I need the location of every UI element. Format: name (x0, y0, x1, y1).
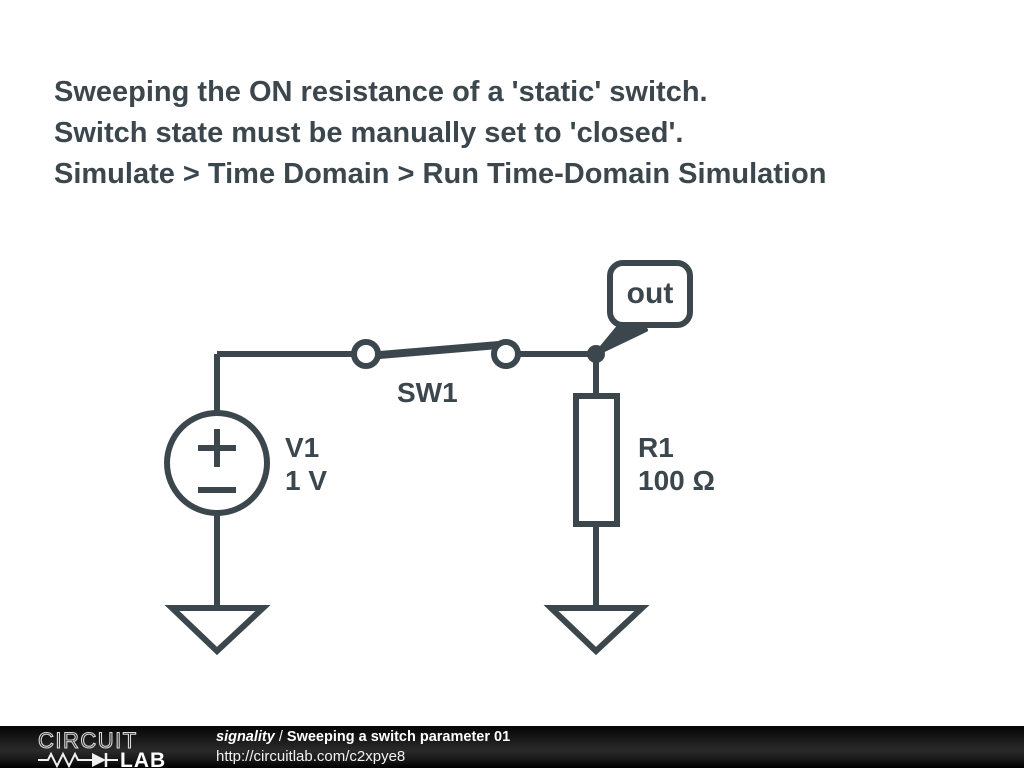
net-junction-dot (587, 345, 605, 363)
component-v1[interactable] (164, 410, 270, 516)
footer-url[interactable]: http://circuitlab.com/c2xpye8 (216, 748, 406, 765)
diode-icon (92, 753, 118, 767)
component-r1[interactable] (573, 393, 620, 527)
title-line-3: Simulate > Time Domain > Run Time-Domain… (54, 158, 827, 190)
ground-icon (543, 605, 650, 656)
net-label-out-text: out (626, 277, 674, 310)
switch-terminal-left (351, 339, 381, 369)
r1-label-group: R1 100 Ω (638, 431, 715, 497)
resistor-body (573, 393, 620, 527)
footer-credit: signality / Sweeping a switch parameter … (216, 728, 510, 747)
page-title: Sweeping the ON resistance of a 'static'… (54, 72, 994, 195)
logo-word-lab: LAB (120, 749, 166, 768)
r1-value: 100 Ω (638, 465, 715, 496)
circuitlab-logo[interactable]: CIRCUIT LAB (36, 727, 186, 768)
schematic-svg (164, 260, 693, 656)
footer-credit-separator: / (278, 729, 283, 745)
circuit-schematic: out SW1 V1 1 V R1 100 Ω (164, 260, 715, 656)
footer-text-block: signality / Sweeping a switch parameter … (216, 728, 510, 767)
circuitlab-logo-svg: CIRCUIT LAB (37, 727, 166, 768)
sw1-designator-label: SW1 (397, 376, 458, 409)
net-label-out[interactable] (587, 260, 693, 363)
net-label-box (607, 260, 693, 328)
component-gnd2[interactable] (543, 605, 650, 656)
component-sw1[interactable] (351, 339, 521, 369)
sw1-designator: SW1 (397, 377, 458, 408)
footer-credit-user: signality (216, 729, 275, 745)
component-gnd1[interactable] (164, 605, 271, 656)
plus-icon (198, 429, 236, 467)
v1-value: 1 V (285, 465, 328, 496)
v1-label-group: V1 1 V (285, 431, 327, 497)
title-line-2: Switch state must be manually set to 'cl… (54, 117, 684, 149)
logo-word-circuit: CIRCUIT (38, 728, 138, 753)
switch-blade (364, 340, 514, 360)
ground-icon (164, 605, 271, 656)
footer-bar: CIRCUIT LAB signality / Sweeping a switc… (0, 726, 1024, 768)
title-line-1: Sweeping the ON resistance of a 'static'… (54, 76, 708, 108)
switch-terminal-right (491, 339, 521, 369)
resistor-zigzag-icon (38, 751, 92, 768)
r1-designator: R1 (638, 432, 674, 463)
v1-designator: V1 (285, 432, 320, 463)
footer-credit-title: Sweeping a switch parameter 01 (286, 729, 511, 745)
